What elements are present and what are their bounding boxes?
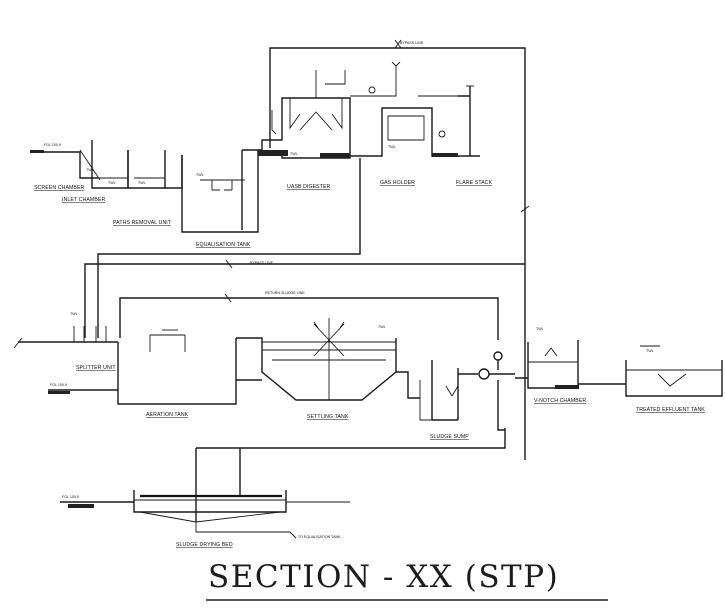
fgl-aeration-level: FGL 100.0 bbox=[50, 383, 67, 387]
svg-text:TWL: TWL bbox=[138, 181, 146, 185]
settling-tank-label: SETTLING TANK bbox=[307, 414, 349, 420]
return-sludge-line: RETURN SLUDGE LINE bbox=[119, 291, 499, 340]
splitter-unit: TWL SPLITTER UNIT bbox=[13, 312, 118, 371]
aeration-tank: FGL 100.0 AERATION TANK bbox=[48, 329, 237, 418]
section-title: SECTION - XX (STP) bbox=[206, 559, 608, 601]
screen-chamber-label: SCREEN CHAMBER bbox=[34, 185, 85, 191]
treated-effluent-tank: TWL TREATED EFFLUENT TANK bbox=[625, 345, 723, 413]
v-notch-chamber: TWL V-NOTCH CHAMBER bbox=[515, 327, 626, 404]
fgl-drying-level: FGL 100.0 bbox=[62, 495, 79, 499]
uasb-digester: TWL UASB DIGESTER bbox=[258, 70, 351, 190]
uasb-digester-label: UASB DIGESTER bbox=[287, 184, 331, 190]
page-title: SECTION - XX (STP) bbox=[208, 559, 559, 595]
mid-bypass-label: BYPASS LINE bbox=[250, 261, 274, 265]
equalization-tank-label: EQUALISATION TANK bbox=[196, 242, 251, 248]
flare-stack: FLARE STACK bbox=[456, 85, 493, 186]
uasb-outlet-line bbox=[97, 158, 361, 338]
svg-text:TWL: TWL bbox=[646, 349, 654, 353]
top-bypass-line: BYPASS LINE bbox=[269, 39, 530, 460]
sludge-drying-bed: FGL 100.0 TO EQUALISATION TANK SLUDGE DR… bbox=[60, 490, 350, 548]
equalization-tank: TWL EQUALISATION TANK bbox=[181, 149, 259, 248]
grit-removal-label: PATHS REMOVAL UNIT bbox=[113, 220, 172, 226]
v-notch-chamber-label: V-NOTCH CHAMBER bbox=[534, 398, 586, 404]
splitter-unit-label: SPLITTER UNIT bbox=[76, 365, 116, 371]
svg-text:TWL: TWL bbox=[388, 145, 396, 149]
svg-text:TWL: TWL bbox=[86, 168, 94, 172]
screen-chamber: FGL 100.0 TWL SCREEN CHAMBER bbox=[30, 143, 101, 191]
mid-bypass-line: BYPASS LINE bbox=[84, 259, 525, 338]
flare-stack-label: FLARE STACK bbox=[456, 180, 493, 186]
inlet-chamber-label: INLET CHAMBER bbox=[62, 197, 105, 203]
gas-holder-label: GAS HOLDER bbox=[380, 180, 415, 186]
svg-text:TWL: TWL bbox=[536, 327, 544, 331]
return-sludge-label: RETURN SLUDGE LINE bbox=[265, 291, 305, 295]
gas-holder: TWL GAS HOLDER bbox=[350, 61, 480, 186]
svg-text:TWL: TWL bbox=[378, 325, 386, 329]
aeration-tank-label: AERATION TANK bbox=[146, 412, 189, 418]
sludge-sump: SLUDGE SUMP bbox=[196, 351, 515, 449]
to-equalization-label: TO EQUALISATION TANK bbox=[298, 535, 341, 539]
inlet-chamber: TWL INLET CHAMBER bbox=[62, 140, 129, 203]
svg-text:TWL: TWL bbox=[108, 181, 116, 185]
sludge-feed-line bbox=[195, 448, 241, 522]
sludge-drying-bed-label: SLUDGE DRYING BED bbox=[176, 542, 233, 548]
top-bypass-label: BYPASS LINE bbox=[400, 41, 424, 45]
treated-effluent-tank-label: TREATED EFFLUENT TANK bbox=[636, 407, 705, 413]
sludge-sump-label: SLUDGE SUMP bbox=[430, 434, 469, 440]
svg-text:TWL: TWL bbox=[290, 152, 298, 156]
svg-text:TWL: TWL bbox=[70, 312, 78, 316]
settling-tank: TWL SETTLING TANK bbox=[236, 318, 397, 420]
svg-text:TWL: TWL bbox=[196, 173, 204, 177]
fgl-screen-level: FGL 100.0 bbox=[44, 143, 61, 147]
